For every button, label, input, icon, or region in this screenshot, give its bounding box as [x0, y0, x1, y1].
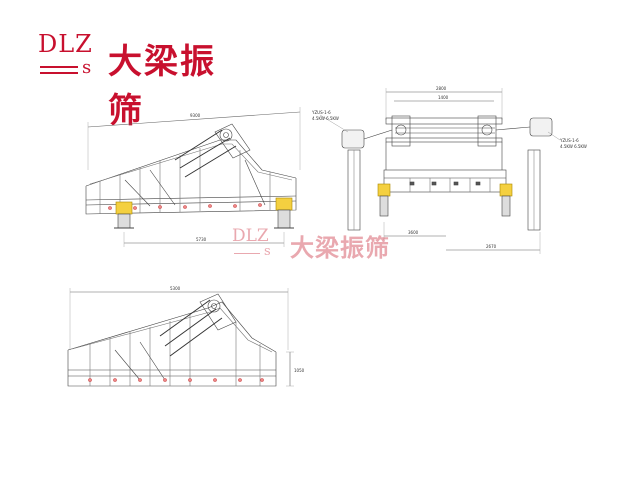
motor-right-sub: 4.5KW 6.5KW: [560, 144, 587, 149]
watermark-latin: DLZ: [232, 226, 269, 246]
dim-upper-span: 5730: [196, 237, 207, 242]
side-view-lower: [67, 288, 294, 387]
motor-left-label: YZUS-1-6: [311, 110, 331, 115]
watermark-chinese: 大梁振筛: [290, 234, 390, 262]
dim-front-base-right: 2670: [486, 244, 497, 249]
dim-lower-length: 5300: [170, 286, 181, 291]
logo-latin: DLZ: [38, 30, 93, 58]
watermark-underline: [234, 253, 260, 254]
logo-sub: s: [82, 57, 92, 78]
front-view: [319, 88, 561, 254]
logo-underline: [40, 66, 78, 68]
motor-left-sub: 4.5KW 6.5KW: [312, 116, 339, 121]
motor-right-label: YZUS-1-6: [559, 138, 579, 143]
dim-front-inner: 1400: [438, 95, 449, 100]
brand-logo: DLZ s 大梁振筛: [38, 30, 248, 131]
dim-upper-length: 9300: [190, 113, 201, 118]
watermark-sub: s: [264, 244, 271, 259]
logo-chinese: 大梁振筛: [108, 42, 216, 131]
watermark: DLZ s 大梁振筛: [232, 226, 432, 266]
dim-front-width: 2800: [436, 86, 447, 91]
dim-front-base-left: 3600: [408, 230, 419, 235]
logo-underline: [40, 72, 78, 74]
side-view-upper: [85, 107, 301, 247]
dim-lower-height: 1050: [294, 368, 305, 373]
